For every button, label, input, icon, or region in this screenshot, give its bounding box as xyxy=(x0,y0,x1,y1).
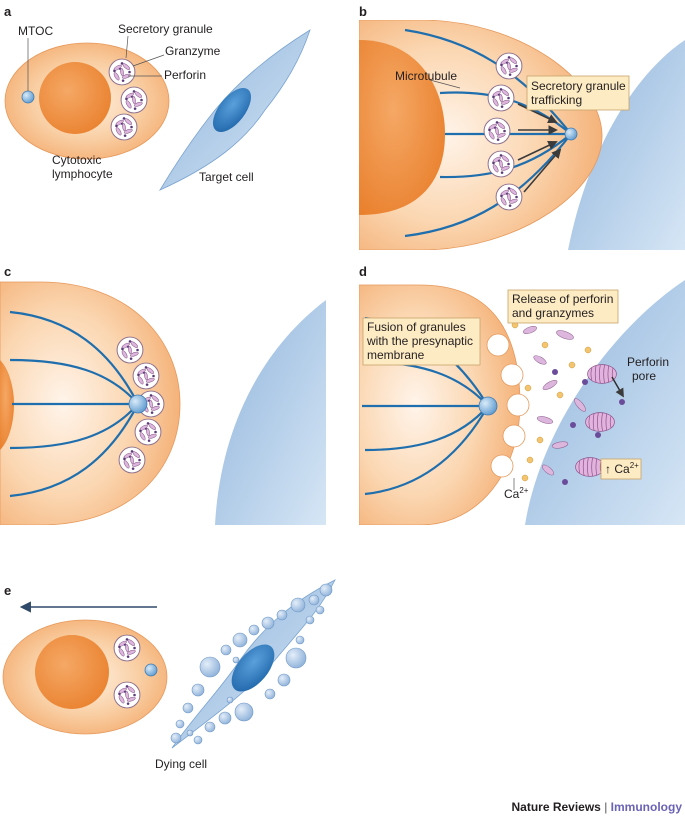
panel-d: d xyxy=(359,264,685,525)
secretory-granule-label: Secretory granule xyxy=(118,22,213,36)
release-label-2: and granzymes xyxy=(512,306,594,320)
mtoc xyxy=(21,90,35,104)
perforin-monomers xyxy=(552,369,625,485)
panel-e-label: e xyxy=(4,583,11,598)
panel-e: e Dying cell xyxy=(2,579,336,771)
calcium-label: Ca2+ xyxy=(504,486,529,501)
microtubule-label: Microtubule xyxy=(395,69,457,83)
granzyme-label: Granzyme xyxy=(165,44,221,58)
secretory-granule xyxy=(116,336,144,364)
panel-b: b xyxy=(359,4,685,250)
panel-a: a MTOC Secretory granule Granzyme Perfor… xyxy=(4,4,311,191)
release-label-1: Release of perforin xyxy=(512,292,613,306)
trafficking-label-2: trafficking xyxy=(531,93,582,107)
target-cell-label: Target cell xyxy=(199,170,254,184)
trafficking-box xyxy=(526,75,630,111)
perforin-pore xyxy=(575,457,605,477)
secretory-granule xyxy=(483,117,511,145)
secretory-granule xyxy=(134,418,162,446)
secretory-granule xyxy=(495,183,523,211)
mtoc-label: MTOC xyxy=(18,24,53,38)
target-cell-nucleus xyxy=(212,88,252,132)
secretory-granule xyxy=(118,446,146,474)
mtoc xyxy=(564,127,578,141)
calcium-increase-box xyxy=(600,458,642,480)
dying-cell-label: Dying cell xyxy=(155,757,207,771)
perforin-pore xyxy=(587,364,617,384)
fusion-box xyxy=(362,317,481,366)
microtubules xyxy=(9,310,139,498)
secretory-granule xyxy=(113,681,141,709)
release-box xyxy=(507,289,619,324)
mtoc xyxy=(144,663,158,677)
fusion-label-3: membrane xyxy=(367,348,425,362)
target-cell xyxy=(568,40,685,250)
panel-d-label: d xyxy=(359,264,367,279)
perforin-pore xyxy=(585,412,615,432)
membrane-blebs xyxy=(170,583,333,745)
cytotoxic-label: Cytotoxic xyxy=(52,153,101,167)
lymphocyte-label: lymphocyte xyxy=(52,167,113,181)
calcium-increase-label: ↑ Ca2+ xyxy=(605,461,639,476)
fusion-label-1: Fusion of granules xyxy=(367,320,466,334)
secretory-granule xyxy=(132,362,160,390)
calcium-ions xyxy=(511,321,592,482)
target-cell xyxy=(525,280,685,525)
dying-cell-nucleus xyxy=(231,644,275,692)
secretory-granule xyxy=(110,113,138,141)
panel-c: c xyxy=(0,264,326,525)
target-cell xyxy=(215,300,326,525)
panel-c-label: c xyxy=(4,264,11,279)
mtoc xyxy=(128,394,148,414)
footer-credit: Nature Reviews | Immunology xyxy=(511,800,682,814)
panel-b-label: b xyxy=(359,4,367,19)
secretory-granule xyxy=(108,58,136,86)
trafficking-label-1: Secretory granule xyxy=(531,79,626,93)
secretory-granule xyxy=(487,84,515,112)
nucleus xyxy=(359,40,445,215)
perforin-label: Perforin xyxy=(164,68,206,82)
perforin-pore-label-2: pore xyxy=(632,369,656,383)
perforin-pore-label-1: Perforin xyxy=(627,355,669,369)
panel-a-label: a xyxy=(4,4,12,19)
mtoc xyxy=(478,396,498,416)
granzymes xyxy=(523,326,586,476)
nucleus xyxy=(35,635,109,709)
trafficking-arrows xyxy=(517,103,562,193)
secretory-granule xyxy=(113,634,141,662)
fusion-label-2: with the presynaptic xyxy=(366,334,473,348)
dying-cell xyxy=(170,579,336,749)
nucleus xyxy=(39,62,111,134)
secretory-granule xyxy=(120,86,148,114)
fused-granules xyxy=(486,333,530,478)
secretory-granule xyxy=(487,150,515,178)
secretory-granule xyxy=(495,52,523,80)
nucleus xyxy=(0,360,14,450)
